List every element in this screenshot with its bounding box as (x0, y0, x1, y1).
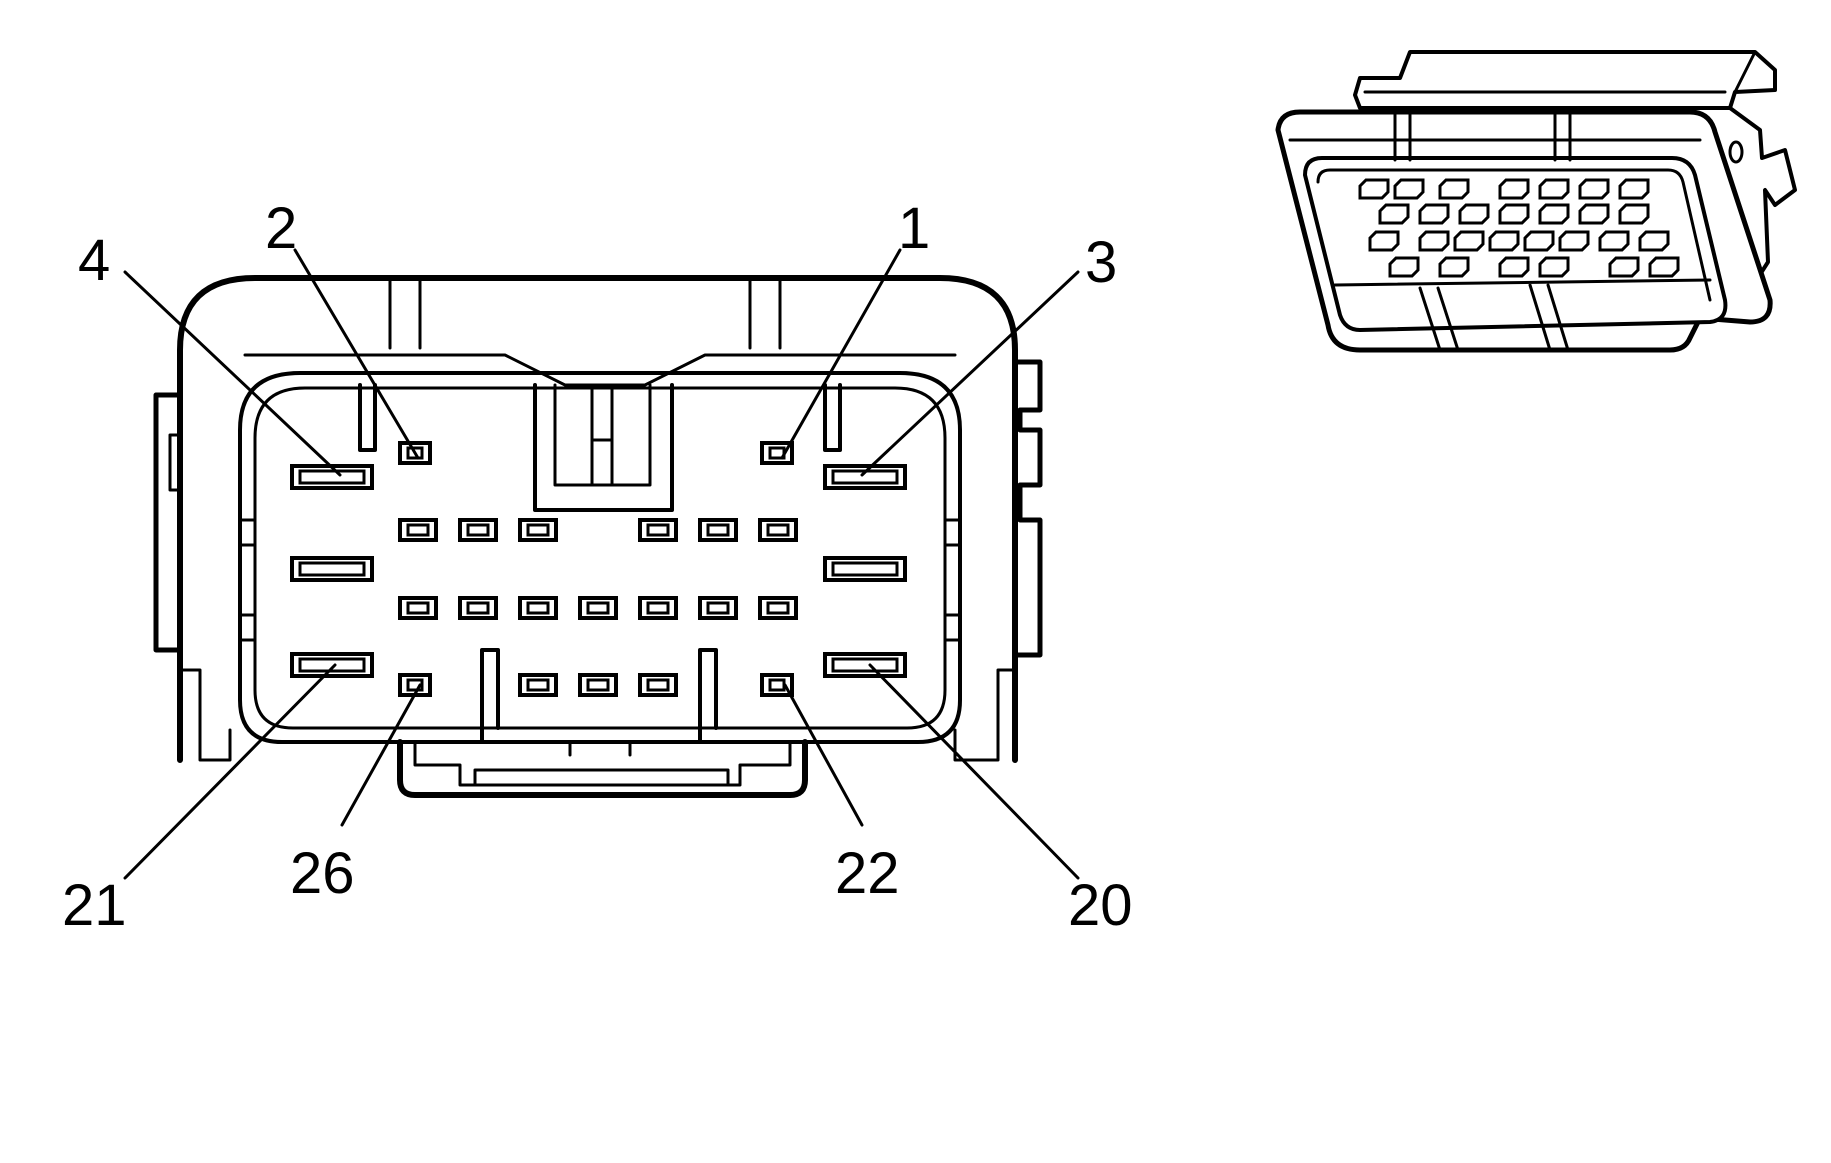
iso-cavities (1358, 178, 1680, 278)
iso-cavity-r4-2 (1438, 256, 1470, 278)
cavity-row4-2 (458, 596, 498, 620)
iso-top-latch-detail (1363, 50, 1757, 94)
pin-cavities (290, 441, 907, 697)
pin-label-4: 4 (78, 228, 110, 293)
cavity-pin-3 (823, 464, 907, 490)
iso-cavity-r4-5 (1608, 256, 1640, 278)
iso-cavity-r2-2 (1418, 203, 1450, 225)
connector-bottom-latch-inner (413, 740, 792, 787)
iso-cavity-r4-6 (1648, 256, 1680, 278)
connector-side-ribs (238, 518, 962, 642)
iso-cavity-r3-2 (1418, 230, 1450, 252)
iso-cavity-r1-7 (1618, 178, 1650, 200)
connector-left-flange (153, 392, 183, 653)
iso-cavity-r4-1 (1388, 256, 1420, 278)
iso-cavity-r2-6 (1578, 203, 1610, 225)
iso-cavity-r1-5 (1538, 178, 1570, 200)
cavity-row3-right (823, 556, 907, 582)
connector-bottom-posts (480, 648, 718, 744)
iso-cavity-r2-7 (1618, 203, 1650, 225)
leader-line-pin-26 (340, 683, 422, 827)
iso-clip-hole (1728, 140, 1744, 164)
iso-cavity-r2-1 (1378, 203, 1410, 225)
pin-label-21: 21 (62, 873, 127, 938)
connector-latch-post-right (823, 383, 842, 452)
connector-left-flange-inner (168, 433, 232, 762)
connector-bottom-latch (397, 739, 808, 798)
iso-shroud-inner-2 (1316, 168, 1712, 302)
iso-top-latch (1353, 50, 1777, 110)
pin-label-2: 2 (265, 196, 297, 261)
cavity-row2-4 (638, 518, 678, 542)
iso-cavity-r1-1 (1358, 178, 1390, 200)
cavity-row2-2 (458, 518, 498, 542)
cavity-row2-1 (398, 518, 438, 542)
leader-line-pin-2 (293, 248, 420, 460)
cavity-row4-3 (518, 596, 558, 620)
iso-cavity-r1-3 (1438, 178, 1470, 200)
leader-lines (123, 248, 1080, 880)
cavity-pin-20 (823, 652, 907, 678)
connector-latch-post-left (358, 383, 377, 452)
iso-cavity-r2-3 (1458, 203, 1490, 225)
connector-inner-face (238, 371, 962, 744)
leader-line-pin-21 (123, 663, 337, 880)
pin-label-1: 1 (898, 196, 930, 261)
cavity-pin-1 (760, 441, 794, 465)
cavity-row2-6 (758, 518, 798, 542)
connector-outer-housing (177, 275, 1018, 763)
cavity-row4-4 (578, 596, 618, 620)
pin-label-26: 26 (290, 841, 355, 906)
connector-top-ribs (388, 278, 782, 350)
iso-cavity-r3-8 (1638, 230, 1670, 252)
cavity-row5-3 (638, 673, 678, 697)
connector-right-flange-inner (953, 668, 1017, 762)
cavity-row4-1 (398, 596, 438, 620)
iso-cavity-r4-3 (1498, 256, 1530, 278)
iso-top-rail (1288, 106, 1702, 162)
iso-cavity-r3-5 (1523, 230, 1555, 252)
iso-cavity-r1-4 (1498, 178, 1530, 200)
iso-cavity-r4-4 (1538, 256, 1570, 278)
pin-label-22: 22 (835, 841, 900, 906)
pin-label-20: 20 (1068, 873, 1133, 938)
iso-bottom-partitions (1333, 278, 1712, 352)
iso-cavity-r3-6 (1558, 230, 1590, 252)
cavity-pin-21 (290, 652, 374, 678)
leader-line-pin-22 (783, 683, 864, 827)
leader-line-pin-3 (860, 270, 1080, 477)
pin-number-labels: 4 2 1 3 21 26 22 20 (62, 196, 1133, 938)
connector-right-flange (1012, 359, 1043, 658)
connector-isometric-view (1275, 50, 1797, 353)
connector-front-view: 4 2 1 3 21 26 22 20 (62, 196, 1133, 938)
cavity-row4-7 (758, 596, 798, 620)
iso-cavity-r2-4 (1498, 203, 1530, 225)
cavity-pin-2 (398, 441, 432, 465)
cavity-row5-1 (518, 673, 558, 697)
iso-cavity-r2-5 (1538, 203, 1570, 225)
cavity-row4-5 (638, 596, 678, 620)
iso-cavity-r3-4 (1488, 230, 1520, 252)
iso-cavity-r1-2 (1393, 178, 1425, 200)
connector-center-key (533, 383, 674, 512)
leader-line-pin-1 (780, 248, 902, 460)
connector-center-key-detail (553, 383, 652, 487)
leader-line-pin-4 (123, 270, 342, 477)
iso-cavity-r3-7 (1598, 230, 1630, 252)
leader-line-pin-20 (868, 663, 1080, 880)
cavity-row2-5 (698, 518, 738, 542)
iso-cavity-r3-1 (1368, 230, 1400, 252)
iso-cavity-r3-3 (1453, 230, 1485, 252)
connector-top-ledge (243, 353, 957, 387)
cavity-row4-6 (698, 596, 738, 620)
cavity-row2-3 (518, 518, 558, 542)
pin-label-3: 3 (1085, 230, 1117, 295)
cavity-row3-left (290, 556, 374, 582)
iso-cavity-r1-6 (1578, 178, 1610, 200)
cavity-row5-2 (578, 673, 618, 697)
connector-inner-face-2 (253, 386, 947, 730)
cavity-pin-26 (398, 673, 432, 697)
